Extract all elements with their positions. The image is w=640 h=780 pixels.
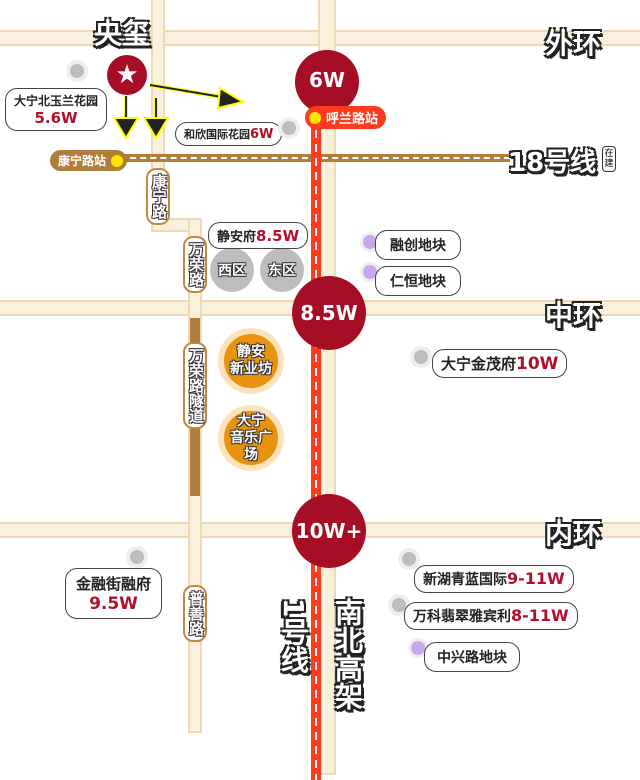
wanrong-road-label: 万荣路 xyxy=(183,236,207,293)
metro-1-label: 1号线 xyxy=(277,598,310,674)
station-dot-icon xyxy=(111,154,124,167)
project-dot-icon xyxy=(410,346,432,368)
wanrong-tunnel-label: 万荣路隧道 xyxy=(183,342,207,429)
under-construction-badge: 在建 xyxy=(602,146,616,172)
kangning-road-label: 康宁路 xyxy=(146,168,170,225)
project-dot-icon xyxy=(398,548,420,570)
middle-ring-label: 中环 xyxy=(545,299,602,332)
project-title: 央玺 xyxy=(94,17,151,50)
project-dot-icon xyxy=(278,117,300,139)
east-district: 东区 xyxy=(260,248,304,292)
kangning-road-station: 康宁路站 xyxy=(50,150,128,171)
elevated-road-label: 南北高架 xyxy=(331,598,364,710)
outer-ring-label: 外环 xyxy=(545,27,602,60)
project-tag[interactable]: 大宁金茂府10W xyxy=(432,349,568,378)
landmark-jingan-xinyefang: 静安新业坊 xyxy=(218,328,284,394)
west-district: 西区 xyxy=(210,248,254,292)
project-tag[interactable]: 新湖青蓝国际9-11W xyxy=(414,565,574,593)
arrow-icons xyxy=(112,83,246,140)
star-marker-icon: ★ xyxy=(107,55,147,95)
project-tag[interactable]: 融创地块 xyxy=(375,230,461,260)
project-tag[interactable]: 万科翡翠雅宾利8-11W xyxy=(404,602,578,630)
landmark-daning-music-plaza: 大宁音乐广场 xyxy=(218,405,284,471)
station-dot-icon xyxy=(309,111,321,124)
price-circle-outer: 6W xyxy=(295,50,359,114)
project-dot-icon xyxy=(126,546,148,568)
metro-18-label: 18号线 xyxy=(508,148,597,178)
pushan-road-label: 普善路 xyxy=(183,585,207,642)
price-circle-inner: 10W+ xyxy=(292,494,366,568)
inner-ring-label: 内环 xyxy=(545,517,602,550)
project-tag[interactable]: 和欣国际花园6W xyxy=(175,122,283,146)
price-circle-middle: 8.5W xyxy=(292,276,366,350)
project-tag[interactable]: 中兴路地块 xyxy=(424,642,520,672)
project-tag[interactable]: 仁恒地块 xyxy=(375,266,461,296)
project-tag[interactable]: 静安府8.5W xyxy=(208,222,309,249)
hulan-road-station: 呼兰路站 xyxy=(305,106,387,129)
project-dot-icon xyxy=(66,60,88,82)
metro-line-1 xyxy=(311,60,321,780)
